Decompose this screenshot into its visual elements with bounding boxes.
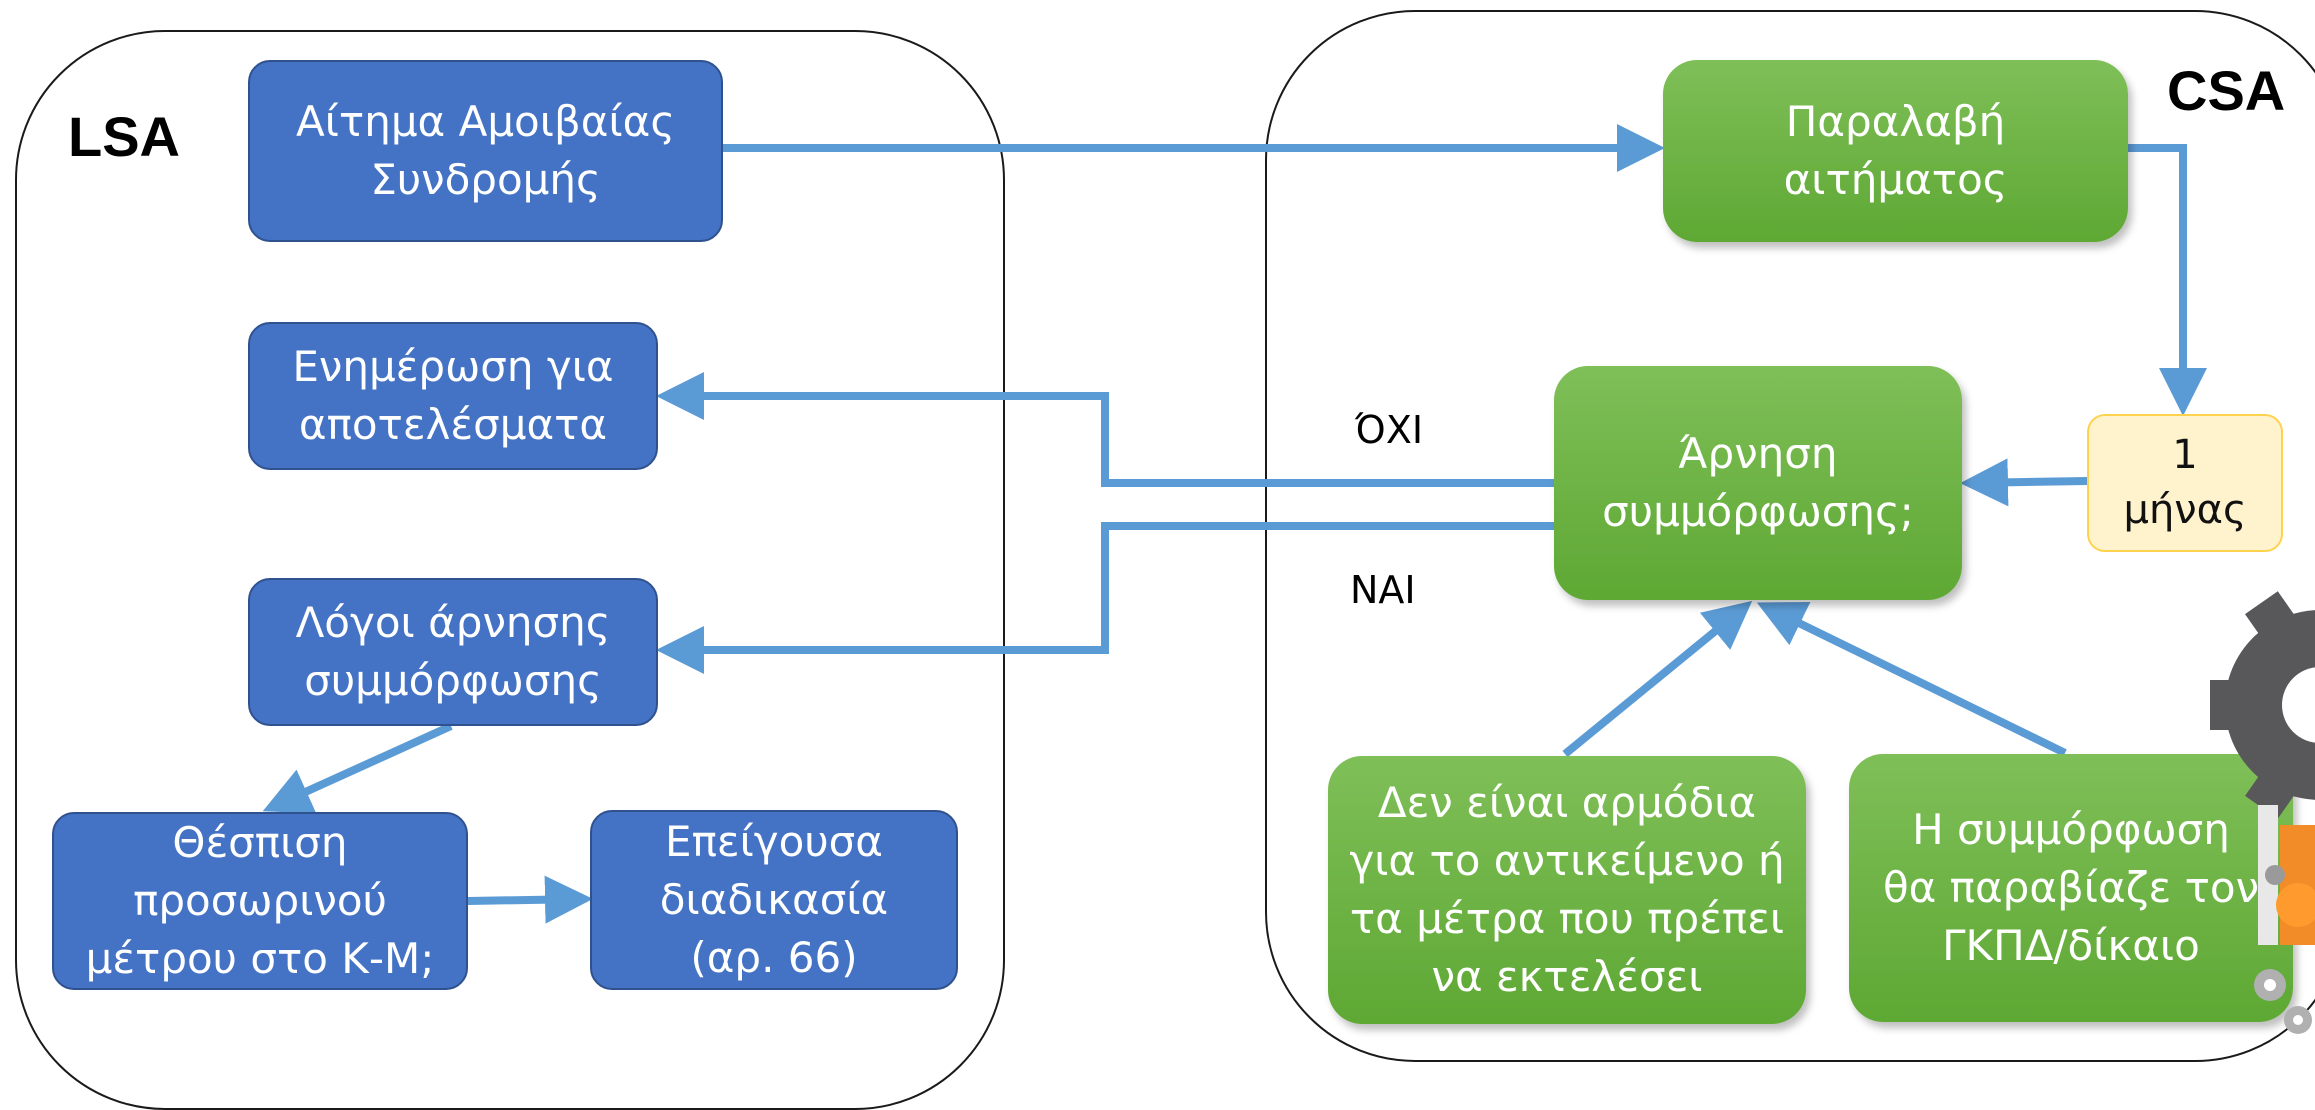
receipt-text: Παραλαβή αιτήματος [1783, 97, 2008, 204]
lsa-label: LSA [68, 105, 180, 168]
arrow-refusal-no-to-results [656, 372, 1554, 487]
competent-text: Δεν είναι αρμόδια για το αντικείμενο ή τ… [1349, 778, 1785, 1001]
receipt-box: Παραλαβή αιτήματος [1663, 60, 2128, 242]
refusal-decision-box: Άρνηση συμμόρφωσης; [1554, 366, 1962, 600]
csa-region [1265, 10, 2315, 1062]
arrow-competent-to-refusal [1562, 600, 1753, 758]
reasons-text: Λόγοι άρνησης συμμόρφωσης [295, 598, 611, 705]
reasons-box: Λόγοι άρνησης συμμόρφωσης [248, 578, 658, 726]
arrow-reasons-to-interim [262, 722, 453, 814]
results-box: Ενημέρωση για αποτελέσματα [248, 322, 658, 470]
interim-measure-box: Θέσπιση προσωρινού μέτρου στο Κ-Μ; [52, 812, 468, 990]
gear-icon [2210, 575, 2315, 1045]
arrow-month-to-refusal [1960, 458, 2088, 507]
not-competent-box: Δεν είναι αρμόδια για το αντικείμενο ή τ… [1328, 756, 1806, 1024]
month-text: 1 μήνας [2123, 431, 2247, 533]
arrow-refusal-yes-to-reasons [656, 522, 1554, 674]
edge-label-no: ΌΧΙ [1355, 408, 1424, 452]
edge-label-yes: ΝΑΙ [1350, 568, 1416, 612]
request-text: Αίτημα Αμοιβαίας Συνδρομής [295, 97, 675, 204]
refusal-text: Άρνηση συμμόρφωσης; [1602, 429, 1914, 536]
urgent-procedure-box: Επείγουσα διαδικασία (αρ. 66) [590, 810, 958, 990]
arrow-gdpr-to-refusal [1756, 601, 2067, 757]
request-box: Αίτημα Αμοιβαίας Συνδρομής [248, 60, 723, 242]
interim-text: Θέσπιση προσωρινού μέτρου στο Κ-Μ; [85, 818, 435, 983]
gdpr-text: Η συμμόρφωση θα παραβίαζε τον ΓΚΠΔ/δίκαι… [1882, 805, 2260, 970]
results-text: Ενημέρωση για αποτελέσματα [292, 342, 614, 449]
csa-label: CSA [2167, 59, 2286, 122]
connectors [262, 124, 2207, 924]
gdpr-violation-box: Η συμμόρφωση θα παραβίαζε τον ΓΚΠΔ/δίκαι… [1849, 754, 2293, 1022]
arrow-receipt-to-month [2128, 144, 2207, 416]
urgent-text: Επείγουσα διαδικασία (αρ. 66) [659, 817, 889, 982]
arrow-interim-to-urgent [467, 875, 593, 924]
one-month-note: 1 μήνας [2087, 414, 2283, 552]
